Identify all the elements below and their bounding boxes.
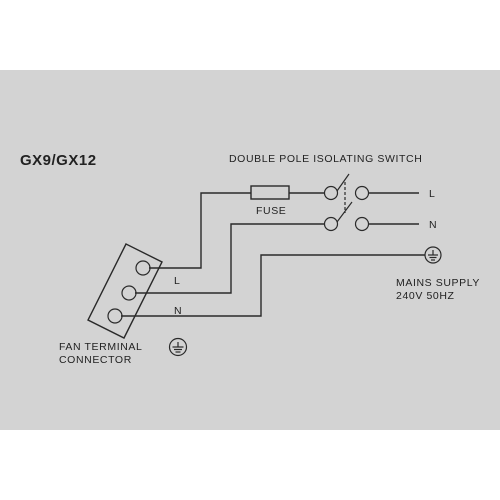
- fan-terminal-connector: [87, 243, 163, 339]
- live-wire: [149, 192, 251, 269]
- connector-terminal-neutral: [121, 285, 137, 301]
- earth-wire: [121, 254, 425, 317]
- fuse-label: FUSE: [256, 205, 286, 217]
- switch-label: DOUBLE POLE ISOLATING SWITCH: [229, 153, 422, 165]
- switch-blade-live: [336, 173, 350, 192]
- mains-earth-icon: [424, 246, 442, 264]
- switch-live-label: L: [429, 188, 435, 200]
- connector-label-line2: CONNECTOR: [59, 354, 132, 366]
- switch-neutral-label: N: [429, 219, 437, 231]
- connector-terminal-earth: [107, 308, 123, 324]
- connector-terminal-live: [135, 260, 151, 276]
- connector-label: FAN TERMINAL: [59, 341, 142, 353]
- mains-supply-label: MAINS SUPPLY: [396, 277, 480, 289]
- connector-neutral-label: N: [174, 305, 182, 317]
- diagram-title: GX9/GX12: [20, 152, 97, 169]
- neutral-wire: [135, 223, 325, 294]
- connector-earth-icon: [168, 337, 188, 357]
- diagram-panel: [0, 70, 500, 430]
- mains-supply-rating: 240V 50HZ: [396, 290, 455, 302]
- connector-live-label: L: [174, 275, 180, 287]
